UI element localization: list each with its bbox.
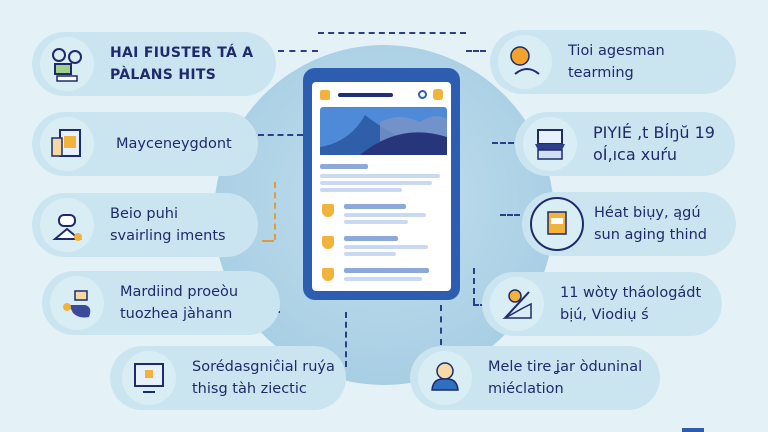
phone-screen xyxy=(312,82,451,291)
profile-icon[interactable] xyxy=(433,89,443,100)
connector xyxy=(492,142,514,144)
monitor-icon xyxy=(122,351,176,405)
robot-face-icon xyxy=(40,198,94,252)
item-subtitle: oÍ‚ıca xuŕu xyxy=(593,145,678,164)
feature-item: PIYIÉ ‚t BÍŋŭ 19 oÍ‚ıca xuŕu xyxy=(515,112,735,176)
text-line xyxy=(344,252,396,256)
item-title: Héat biụy, ągú xyxy=(594,205,701,221)
connector xyxy=(278,50,318,52)
connector xyxy=(318,32,466,34)
list-item-title[interactable] xyxy=(344,204,406,209)
item-title: Mayceneygdont xyxy=(116,136,232,152)
text-line xyxy=(320,164,368,169)
phone-mockup xyxy=(303,68,460,300)
item-subtitle: PÀLANS HITS xyxy=(110,67,217,83)
connector xyxy=(258,134,303,136)
connector xyxy=(274,182,276,240)
chart-person-icon xyxy=(490,277,544,331)
list-item-title[interactable] xyxy=(344,268,429,273)
item-subtitle: tearming xyxy=(568,65,634,81)
connector xyxy=(466,50,486,52)
item-subtitle: svairling iments xyxy=(110,228,226,244)
lock-hand-icon xyxy=(50,276,104,330)
connector xyxy=(500,214,520,216)
text-line xyxy=(320,174,440,178)
feature-item: Mardiind proeòu tuozhea jàhann xyxy=(42,271,280,335)
feature-item: 11 wòty tháologádt bịú, Viodiụ ś xyxy=(482,272,722,336)
menu-icon xyxy=(320,90,330,100)
item-title: PIYIÉ ‚t BÍŋŭ 19 xyxy=(593,123,715,142)
item-title: Beio puhi xyxy=(110,206,178,222)
text-line xyxy=(344,277,422,281)
feature-item: HAI FIUSTER TÁ A PÀLANS HITS xyxy=(32,32,276,96)
text-line xyxy=(320,181,432,185)
feature-item: Tioi agesman tearming xyxy=(490,30,736,94)
text-line xyxy=(344,245,428,249)
clipboard-icon xyxy=(530,197,584,251)
feature-item: Mele tire ʝar òduninal miéclation xyxy=(410,346,660,410)
list-badge-icon xyxy=(322,236,334,249)
item-subtitle: miéclation xyxy=(488,381,564,397)
feature-item: Mayceneygdont xyxy=(32,112,258,176)
search-icon[interactable] xyxy=(418,90,427,99)
text-line xyxy=(344,213,426,217)
feature-item: Sorédasgniĉial ruýa thisg tàh ziectic xyxy=(110,346,346,410)
item-title: Sorédasgniĉial ruýa xyxy=(192,359,335,375)
item-subtitle: tuozhea jàhann xyxy=(120,306,233,322)
app-title-bar xyxy=(338,93,393,97)
hero-image xyxy=(320,107,447,155)
connector xyxy=(345,312,347,367)
item-title: Mardiind proeòu xyxy=(120,284,239,300)
feature-item: Héat biụy, ągú sun aging thind xyxy=(522,192,736,256)
item-title: HAI FIUSTER TÁ A xyxy=(110,45,254,61)
footer-logo xyxy=(682,428,704,432)
coin-bag-icon xyxy=(498,35,552,89)
connector xyxy=(473,268,475,304)
settings-computer-icon xyxy=(40,37,94,91)
storefront-icon xyxy=(523,117,577,171)
item-subtitle: sun aging thind xyxy=(594,227,707,243)
item-title: Mele tire ʝar òduninal xyxy=(488,359,643,375)
item-title: 11 wòty tháologádt xyxy=(560,285,702,301)
item-subtitle: thisg tàh ziectic xyxy=(192,381,307,397)
connector xyxy=(440,305,442,345)
character-icon xyxy=(418,351,472,405)
list-badge-icon xyxy=(322,268,334,281)
item-title: Tioi agesman xyxy=(568,43,665,59)
connector xyxy=(262,240,274,242)
item-subtitle: bịú, Viodiụ ś xyxy=(560,307,649,323)
text-line xyxy=(320,188,402,192)
text-line xyxy=(344,220,408,224)
list-item-title[interactable] xyxy=(344,236,398,241)
document-card-icon xyxy=(40,117,94,171)
list-badge-icon xyxy=(322,204,334,217)
feature-item: Beio puhi svairling iments xyxy=(32,193,258,257)
